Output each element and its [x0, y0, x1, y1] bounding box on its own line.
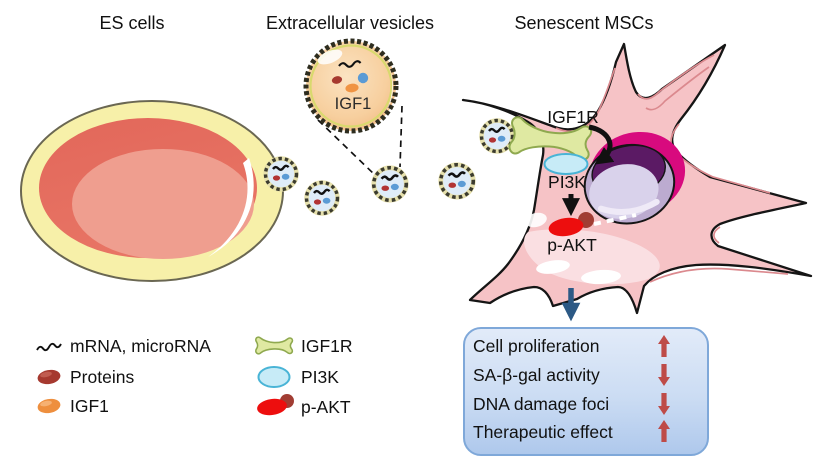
- pi3k-icon: [543, 153, 589, 175]
- igf1r-label: IGF1R: [547, 107, 599, 127]
- cell-highlight: [208, 158, 254, 257]
- protein-icon: [37, 369, 61, 385]
- cytoplasm-highlight: [536, 260, 570, 274]
- vesicle: [374, 168, 407, 201]
- legend-label: IGF1R: [301, 336, 353, 356]
- legend-label: p-AKT: [301, 397, 351, 417]
- cytoskeleton-streaks: [555, 54, 789, 283]
- vesicle: [307, 183, 338, 214]
- outcome-label: DNA damage foci: [473, 394, 609, 414]
- protein-icon: [331, 76, 343, 84]
- pakt-icon: [257, 398, 287, 416]
- cytoplasm-highlight: [525, 212, 547, 228]
- cytoplasm-highlight: [581, 269, 621, 285]
- callout-dashed-line: [317, 119, 377, 177]
- mrna-icon: [338, 60, 362, 68]
- legend: mRNA, microRNA Proteins IGF1 IGF1R PI3K …: [36, 336, 353, 417]
- vesicle: [441, 165, 474, 198]
- squiggle-icon: [36, 342, 62, 352]
- pi3k-icon: [257, 366, 291, 388]
- microrna-dot-icon: [357, 72, 369, 84]
- signaling-pathway: IGF1R PI3K p-AKT: [507, 107, 615, 255]
- msc-cell: [461, 42, 813, 315]
- outcomes-box: Cell proliferation SA-β-gal activity DNA…: [463, 327, 709, 456]
- legend-label: IGF1: [70, 396, 109, 416]
- legend-label: Proteins: [70, 367, 134, 387]
- vesicle: [266, 159, 297, 190]
- legend-label: mRNA, microRNA: [70, 336, 211, 356]
- vesicle-highlight: [317, 49, 343, 65]
- header-extracellular-vesicles: Extracellular vesicles: [266, 13, 434, 33]
- vesicle-cargo-label: IGF1: [335, 95, 372, 113]
- legend-label: PI3K: [301, 367, 339, 387]
- protein-icon-highlight: [40, 371, 52, 378]
- outcome-label: SA-β-gal activity: [473, 365, 600, 385]
- header-es-cells: ES cells: [99, 13, 164, 33]
- magnified-vesicle: IGF1: [303, 38, 399, 134]
- outcome-label: Cell proliferation: [473, 336, 599, 356]
- igf1-icon: [37, 398, 61, 414]
- vesicle: [482, 121, 513, 152]
- es-cell: [20, 100, 284, 282]
- igf1r-icon: [254, 336, 294, 355]
- pakt-icon: [548, 217, 584, 237]
- vesicle-highlight: [386, 62, 393, 112]
- igf1-icon: [345, 83, 359, 93]
- pakt-label: p-AKT: [547, 235, 597, 255]
- pi3k-label: PI3K: [548, 172, 586, 192]
- outcome-label: Therapeutic effect: [473, 422, 613, 442]
- callout-dashed-line: [399, 105, 403, 168]
- header-senescent-mscs: Senescent MSCs: [514, 13, 653, 33]
- signal-curved-arrow: [588, 124, 615, 165]
- igf1-icon-highlight: [40, 400, 52, 407]
